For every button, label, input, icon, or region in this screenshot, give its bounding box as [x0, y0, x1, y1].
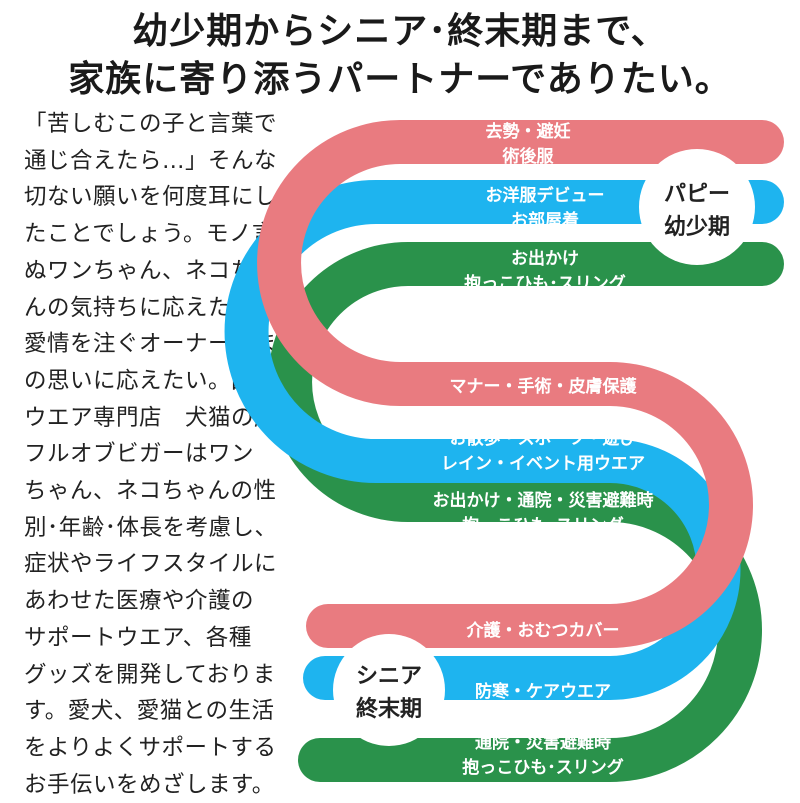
body-line: 「苦しむこの子と言葉で: [24, 111, 278, 137]
band-label: レイン・イベント用ウエア: [441, 454, 645, 474]
body-line: 通じ合えたら…」そんな: [24, 147, 278, 174]
band-label: お部屋着: [511, 210, 579, 231]
body-line: お手伝いをめざします。: [24, 771, 275, 798]
band-label: お散歩・スポーツ・遊び: [450, 428, 637, 449]
band-label: お出かけ・通院・災害避難時: [433, 490, 654, 511]
body-line: す。愛犬、愛猫との生活: [24, 698, 275, 725]
band-label: 抱っこひも･スリング: [462, 515, 624, 536]
body-line: たことでしょう。モノ言わ: [24, 221, 298, 248]
band-label: 抱っこひも･スリング: [462, 757, 624, 778]
body-text: 「苦しむこの子と言葉で 通じ合えたら…」そんな 切ない願いを何度耳にし たことで…: [24, 106, 298, 803]
pink-ribbon: [257, 120, 784, 648]
band-label: 介護・おむつカバー: [466, 620, 620, 641]
band-label: 術後服: [502, 146, 555, 167]
headline-line-2: 家族に寄り添うパートナーでありたい。: [68, 59, 732, 100]
body-line: フルオブビガーはワン: [24, 441, 255, 468]
body-line: ウエア専門店 犬猫の服: [24, 404, 278, 431]
band-label: お洋服デビュー: [486, 185, 605, 206]
stage-label: シニア: [356, 664, 422, 689]
band-label: お出かけ: [511, 248, 579, 269]
stage-label: パピー: [664, 182, 730, 207]
body-line: をよりよくサポートする: [24, 734, 277, 761]
body-line: 別･年齢･体長を考慮し、: [24, 514, 278, 541]
body-line: サポートウエア、各種: [24, 624, 252, 651]
body-line: グッズを開発しておりま: [24, 661, 276, 688]
body-line: 症状やライフスタイルに: [24, 551, 278, 578]
stage-label: 終末期: [356, 696, 422, 722]
band-label: 抱っこひも･スリング: [464, 273, 626, 294]
stage-label: 幼少期: [664, 214, 730, 240]
band-label: 通院・災害避難時: [475, 732, 611, 753]
body-line: 切ない願いを何度耳にし: [24, 184, 278, 211]
band-label: マナー・手術・皮膚保護: [450, 376, 638, 397]
band-label: 去勢・避妊: [486, 121, 571, 142]
body-line: ちゃん、ネコちゃんの性: [24, 478, 277, 505]
band-label: 防寒・ケアウエア: [475, 681, 611, 702]
puppy-stage-badge: パピー 幼少期: [639, 149, 755, 265]
headline-line-1: 幼少期からシニア･終末期まで、: [132, 11, 668, 52]
senior-stage-badge: シニア 終末期: [333, 634, 445, 746]
body-line: あわせた医療や介護の: [24, 588, 255, 615]
headline: 幼少期からシニア･終末期まで、 家族に寄り添うパートナーでありたい。: [0, 8, 800, 104]
